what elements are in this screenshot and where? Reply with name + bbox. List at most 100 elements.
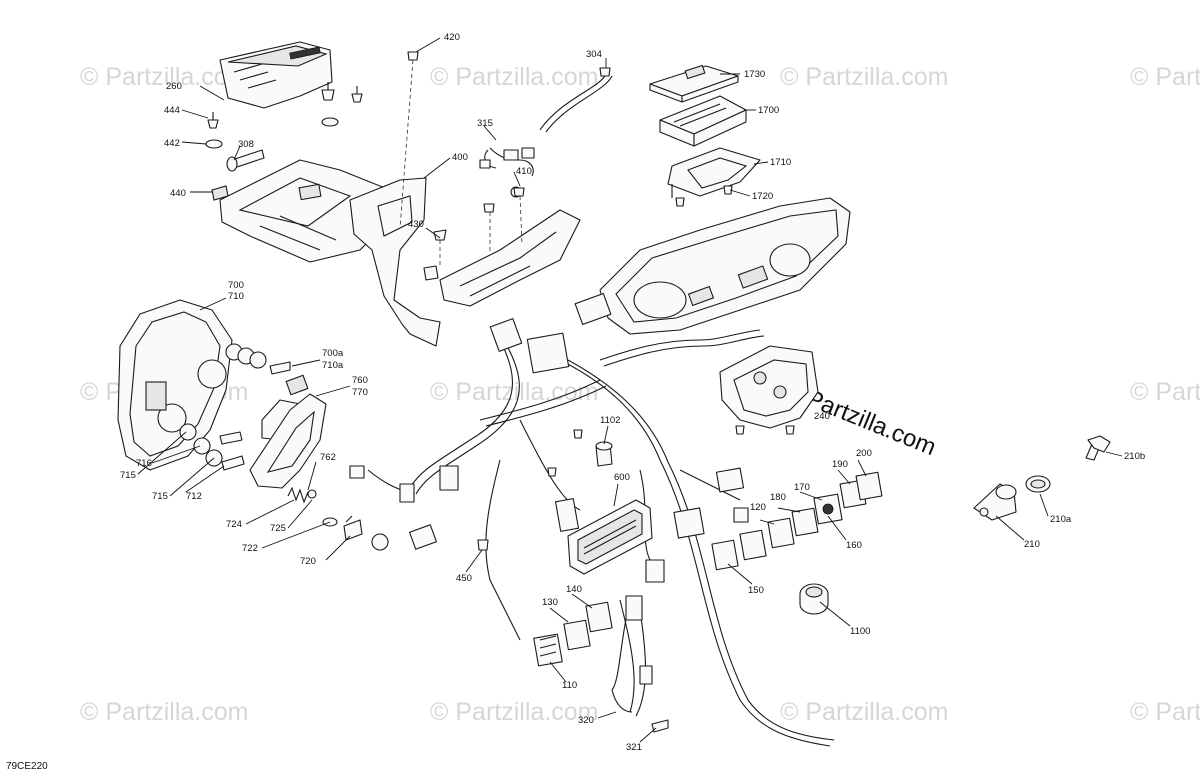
callout-label: 1102: [600, 415, 620, 426]
screw-712[interactable]: [219, 431, 245, 471]
screw-pair[interactable]: [321, 82, 363, 127]
switch-120[interactable]: [767, 517, 795, 549]
callout-label: 160: [846, 540, 862, 551]
switch-140[interactable]: [585, 601, 613, 633]
cluster-700[interactable]: [117, 299, 233, 471]
callout-label: 1700: [758, 105, 779, 116]
callout-label: 725: [270, 523, 286, 534]
callout-label: 210b: [1124, 451, 1145, 462]
callout-label: 760: [352, 375, 368, 386]
callout-label: 420: [444, 32, 460, 43]
screw-450[interactable]: [477, 429, 583, 551]
callout-labels: 260 444 442 308 440 420 400 430 315 410 …: [120, 32, 1145, 753]
callout-label: 210a: [1050, 514, 1072, 525]
ring-210a[interactable]: [1025, 475, 1051, 493]
callout-label: 442: [164, 138, 180, 149]
callout-label: 130: [542, 597, 558, 608]
callout-label: 321: [626, 742, 642, 753]
callout-label: 712: [186, 491, 202, 502]
callout-label: 308: [238, 139, 254, 150]
callout-label: 450: [456, 573, 472, 584]
cover-260[interactable]: [219, 41, 333, 109]
cable-304[interactable]: [539, 67, 613, 133]
watermark: © Partzilla.com: [430, 698, 598, 726]
callout-label: 762: [320, 452, 336, 463]
switch-130[interactable]: [563, 619, 591, 651]
callout-label: 700a: [322, 348, 344, 359]
bracket-1710[interactable]: [667, 147, 761, 198]
ecu-1700[interactable]: [659, 95, 747, 147]
fuse-block-240[interactable]: [719, 345, 819, 435]
callout-label: 120: [750, 502, 766, 513]
screw-444[interactable]: [207, 112, 219, 129]
switch-200[interactable]: [855, 471, 883, 501]
callout-label: 440: [170, 188, 186, 199]
callout-label: 410: [516, 166, 532, 177]
key-210b[interactable]: [1085, 435, 1111, 461]
screw-1720[interactable]: [675, 185, 733, 207]
washer-442[interactable]: [205, 139, 223, 149]
ignition-210[interactable]: [973, 483, 1017, 521]
switch-180[interactable]: [791, 507, 819, 537]
bracket-770[interactable]: [249, 393, 327, 489]
watermark: © Partzilla.com: [1130, 698, 1200, 726]
callout-label: 200: [856, 448, 872, 459]
callout-label: 400: [452, 152, 468, 163]
screw-700a[interactable]: [269, 361, 291, 375]
gauge-600[interactable]: [554, 498, 653, 575]
clip-430[interactable]: [423, 229, 447, 281]
callout-label: 180: [770, 492, 786, 503]
connectors-cluster[interactable]: [349, 292, 749, 583]
leader-lines: [137, 37, 1123, 743]
callout-label: 240: [814, 411, 830, 422]
watermark: © Partzilla.com: [1130, 378, 1200, 406]
headlight-housing[interactable]: [599, 197, 851, 335]
screw-308[interactable]: [226, 149, 265, 172]
callout-label: 710: [228, 291, 244, 302]
harness-320[interactable]: [611, 595, 653, 713]
watermark: © Partzilla.com: [430, 63, 598, 91]
clip-720[interactable]: [343, 515, 363, 541]
callout-label: 304: [586, 49, 602, 60]
callout-label: 600: [614, 472, 630, 483]
diagram-code: 79CE220: [6, 761, 48, 772]
callout-label: 770: [352, 387, 368, 398]
watermark: © Partzilla.com: [780, 698, 948, 726]
callout-label: 720: [300, 556, 316, 567]
callout-label: 715: [152, 491, 168, 502]
plate-400[interactable]: [349, 177, 441, 347]
callout-label: 444: [164, 105, 180, 116]
callout-label: 724: [226, 519, 242, 530]
callout-label: 1720: [752, 191, 773, 202]
watermark: © Partzilla.com: [80, 63, 248, 91]
watermark: © Partzilla.com: [1130, 63, 1200, 91]
relay-1102[interactable]: [595, 441, 613, 467]
watermark: © Partzilla.com: [80, 698, 248, 726]
module-1730[interactable]: [649, 64, 739, 103]
switch-170[interactable]: [813, 493, 843, 525]
callout-label: 170: [794, 482, 810, 493]
watermark: © Partzilla.com: [780, 63, 948, 91]
bracket-tray[interactable]: [219, 159, 401, 263]
callout-label: 1710: [770, 157, 791, 168]
callout-label: 716: [136, 458, 152, 469]
callout-label: 430: [408, 219, 424, 230]
socket-1100[interactable]: [799, 583, 829, 615]
callout-label: 315: [477, 118, 493, 129]
callout-label: 715: [120, 470, 136, 481]
screw-321[interactable]: [651, 719, 669, 733]
callout-label: 1730: [744, 69, 765, 80]
switch-150[interactable]: [711, 529, 767, 571]
callout-label: 710a: [322, 360, 344, 371]
callout-label: 320: [578, 715, 594, 726]
bolt-420[interactable]: [399, 51, 419, 229]
callout-label: 140: [566, 584, 582, 595]
callout-label: 722: [242, 543, 258, 554]
callout-label: 190: [832, 459, 848, 470]
callout-label: 1100: [850, 626, 870, 637]
callout-label: 700: [228, 280, 244, 291]
switch-110[interactable]: [533, 633, 563, 667]
spring-724[interactable]: [287, 486, 317, 504]
bracket-410[interactable]: [439, 187, 581, 307]
